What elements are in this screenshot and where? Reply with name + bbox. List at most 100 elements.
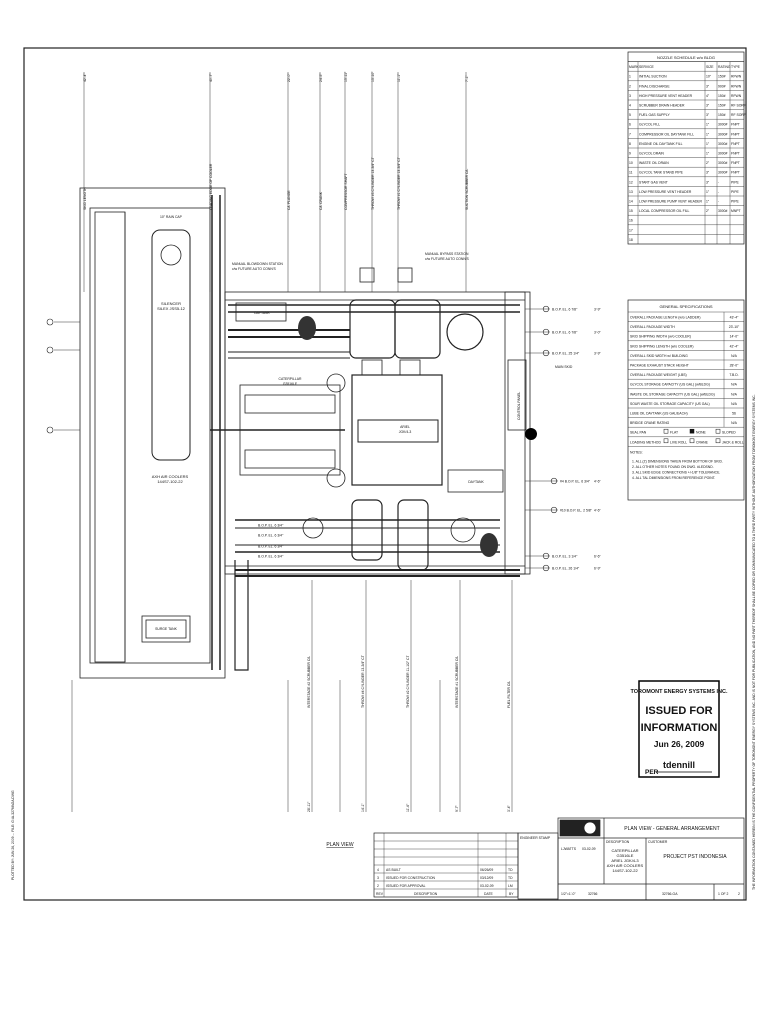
- spec-label-9: SOUR WASTE OIL STORAGE CAPACITY (US GAL): [630, 402, 710, 406]
- nozzle-cell-12-4: PIPE: [731, 190, 739, 194]
- spec-value-7: N/A: [731, 383, 737, 387]
- right-callout-2: B.O.P. EL. 25 1/4": [552, 352, 580, 356]
- title-block-dwg-no: 32766-GA: [662, 892, 678, 896]
- seal-pan-option-0: FLAT: [670, 431, 678, 435]
- top-dim-label-4: COMPRESSOR SHAFT: [344, 173, 348, 210]
- nozzle-cell-11-2: 3": [706, 180, 710, 184]
- spec-label-11: BRIDGE CRANE RATING: [630, 421, 670, 425]
- nozzle-cell-1-2: 3": [706, 84, 710, 88]
- seal-pan-option-1: NONE: [696, 431, 707, 435]
- nozzle-cell-13-2: 1": [706, 200, 710, 204]
- stamp-company: TOROMONT ENERGY SYSTEMS INC.: [631, 689, 728, 695]
- nozzle-cell-14-0: 15: [629, 209, 633, 213]
- nozzle-cell-14-2: 2": [706, 209, 710, 213]
- daytank-left: [235, 302, 287, 322]
- nozzle-cell-0-2: 10": [706, 75, 712, 79]
- air-cooler-inner: [89, 207, 211, 664]
- spec-label-0: OVERALL PACKAGE LENGTH (w/o LADDER): [630, 316, 700, 320]
- spec-value-5: 28'-0": [730, 364, 739, 368]
- bottom-dim-label-3: INTERSTAGE #1 SCRUBBER C/L: [455, 656, 459, 708]
- nozzle-header-3: RATING: [718, 65, 731, 69]
- engine-cylinders: [244, 394, 336, 469]
- bottom-dim-label-1: THROW #4 CYLINDER 13-3/4" CT: [361, 655, 365, 708]
- nozzle-cell-8-2: 1": [706, 152, 710, 156]
- throw-4-cylinder: [351, 499, 383, 561]
- nozzle-cell-6-3: 3000#: [718, 132, 728, 136]
- nozzle-cell-1-1: FINAL DISCHARGE: [639, 84, 670, 88]
- stamp-line1: ISSUED FOR: [645, 705, 712, 717]
- seal-pan-label: SEAL PAN: [630, 431, 647, 435]
- right-dim-2: 3'-9": [594, 352, 602, 356]
- right-callout-6: B.O.P. EL. 26 1/4": [552, 567, 580, 571]
- confidentiality-strip: THE INFORMATION CONTAINED HEREIN IS THE …: [752, 394, 756, 890]
- nozzle-cell-13-3: -: [718, 200, 719, 204]
- right-callout-0: B.O.P. EL. 6 7/8": [552, 308, 578, 312]
- throw-1-cylinder: [394, 299, 441, 359]
- top-dim-label-0: SKID LENGTH: [83, 187, 87, 210]
- spec-label-8: WASTE OIL STORAGE CAPACITY (US GAL) (w/B…: [630, 392, 715, 396]
- spec-value-9: N/A: [731, 402, 737, 406]
- title-block: [557, 817, 745, 901]
- daytank-left-label: DAYTANK: [254, 311, 270, 315]
- main-skid-outline: [224, 291, 526, 575]
- right-callout-4: #10 B.O.P. EL. 2 5/8": [560, 509, 593, 513]
- control-panel-label: CONTROL PANEL: [517, 392, 521, 420]
- top-dim-value-6: 11'-1": [397, 73, 401, 82]
- surge-tank: [141, 615, 191, 643]
- bottom-dim-label-4: FUEL FILTER C/L: [507, 681, 511, 708]
- nozzle-cell-11-3: -: [718, 180, 719, 184]
- rev-header-3: BY: [509, 892, 514, 896]
- spec-value-6: T.B.D.: [729, 373, 738, 377]
- nozzle-cell-6-0: 7: [629, 132, 631, 136]
- rev-header-1: DESCRIPTION: [414, 892, 438, 896]
- rev-desc-2: ISSUED FOR APPROVAL: [386, 884, 426, 888]
- plan-view-title: PLAN VIEW: [326, 842, 354, 848]
- bottom-dim-label-0: INTERSTAGE #2 SCRUBBER C/L: [307, 656, 311, 708]
- nozzle-cell-14-1: LOCAL COMPRESSOR OIL FILL: [639, 209, 690, 213]
- nozzle-cell-2-0: 3: [629, 94, 631, 98]
- note-2: 3. ALL SKID EDGE CONNECTIONS +/-1/8" TOL…: [632, 470, 720, 474]
- spec-label-7: GLYCOL STORAGE CAPACITY (US GAL) (w/BLDG…: [630, 383, 710, 387]
- daytank-right: [447, 469, 504, 493]
- rev-date-0: 06/26/09: [480, 868, 493, 872]
- throw-3-cylinder: [349, 299, 396, 359]
- ariel-compressor: [351, 374, 443, 486]
- nozzle-cell-13-1: LOW PRESSURE PUMP VENT HEADER: [639, 200, 703, 204]
- top-dim-label-6: THROW #1 CYLINDER 13-3/4" CT: [397, 157, 401, 210]
- issued-for-information-stamp: TOROMONT ENERGY SYSTEMS INC. ISSUED FOR …: [631, 680, 728, 778]
- nozzle-cell-4-1: FUEL GAS SUPPLY: [639, 113, 670, 117]
- rev-num-2: 2: [377, 884, 379, 888]
- nozzle-cell-6-1: COMPRESSOR OIL DAYTANK FILL: [639, 132, 694, 136]
- rev-num-0: 4: [377, 868, 379, 872]
- nozzle-cell-9-0: 10: [629, 161, 633, 165]
- nozzle-cell-14-4: MNPT: [731, 209, 741, 213]
- rev-by-0: TD: [508, 868, 513, 872]
- nozzle-cell-1-3: 900#: [718, 84, 726, 88]
- nozzle-cell-4-0: 5: [629, 113, 631, 117]
- spec-label-1: OVERALL PACKAGE WIDTH: [630, 325, 675, 329]
- throw-2-cylinder: [397, 499, 429, 571]
- nozzle-cell-7-1: ENGINE OIL DAYTANK FILL: [639, 142, 683, 146]
- stamp-date: Jun 26, 2009: [654, 739, 705, 749]
- nozzle-cell-10-3: 3000#: [718, 171, 728, 175]
- right-dim-4: 4'-6": [594, 509, 602, 513]
- title-block-title: PLAN VIEW - GENERAL ARRANGEMENT: [624, 826, 719, 832]
- left-callout-0: B.O.P. EL. 6 3/4": [258, 524, 284, 528]
- title-block-rev: 2: [738, 892, 740, 896]
- nozzle-cell-10-1: GLYCOL TANK STAND PIPE: [639, 171, 684, 175]
- bottom-dim-label-2: THROW #2 CYLINDER 11-1/2" CT: [406, 655, 410, 708]
- spec-label-10: LUBE OIL DAYTANK (US GAL/EACH): [630, 412, 688, 416]
- nozzle-cell-3-1: SCRUBBER DRAIN HEADER: [639, 104, 685, 108]
- nozzle-cell-7-4: FNPT: [731, 142, 740, 146]
- nozzle-cell-4-4: RF SORF: [731, 113, 746, 117]
- nozzle-cell-10-2: 3": [706, 171, 710, 175]
- seal-pan-option-2: SLOPED: [722, 431, 736, 435]
- right-dim-6: 6'-9": [594, 567, 602, 571]
- title-block-job: 32766: [588, 892, 598, 896]
- top-dim-value-0: 42'-4": [83, 73, 87, 82]
